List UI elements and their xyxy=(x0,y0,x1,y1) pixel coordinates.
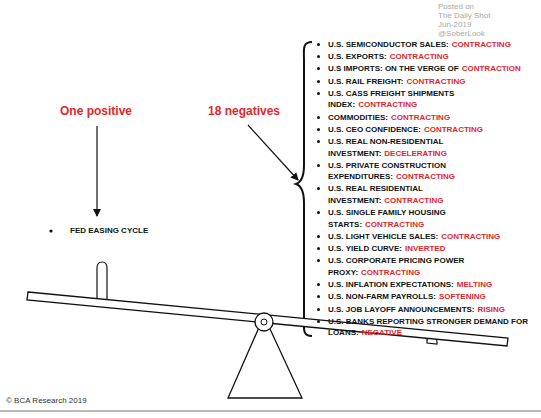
list-item: FED EASING CYCLE xyxy=(70,226,148,235)
bullet xyxy=(317,55,320,58)
bullet xyxy=(317,67,320,70)
list-item: U.S. NON-FARM PAYROLLS:SOFTENING xyxy=(314,291,538,303)
indicator-status: CONTRACTING xyxy=(391,113,450,122)
bullet xyxy=(317,308,320,311)
indicator-status: CONTRACTING xyxy=(396,172,455,181)
indicator-status: CONTRACTION xyxy=(462,64,521,73)
list-item: U.S. REAL NON-RESIDENTIAL INVESTMENT:DEC… xyxy=(314,136,538,159)
indicator-status: RISING xyxy=(478,305,506,314)
seesaw-pivot xyxy=(255,313,273,331)
indicator-status: MELTING xyxy=(457,280,492,289)
list-item: U.S. CORPORATE PRICING POWER PROXY:CONTR… xyxy=(314,255,538,278)
bullet xyxy=(317,116,320,119)
list-item: U.S. SEMICONDUCTOR SALES:CONTRACTING xyxy=(314,39,538,51)
list-item: U.S. INFLATION EXPECTATIONS:MELTING xyxy=(314,279,538,291)
list-item: U.S. LIGHT VEHICLE SALES:CONTRACTING xyxy=(314,231,538,243)
bullet xyxy=(317,164,320,167)
copyright-note: © BCA Research 2019 xyxy=(6,396,87,405)
callout-label: One positive xyxy=(60,104,132,118)
indicator-status: CONTRACTING xyxy=(365,220,424,229)
indicator-name: COMMODITIES: xyxy=(328,113,388,122)
watermark: @SoberLook xyxy=(438,29,485,38)
watermark: The Daily Shot xyxy=(438,11,490,20)
indicator-status: CONTRACTING xyxy=(441,232,500,241)
leader-arrow xyxy=(248,125,298,180)
indicator-name: U.S. YIELD CURVE: xyxy=(328,244,402,253)
list-item: U.S. EXPORTS:CONTRACTING xyxy=(314,51,538,63)
indicator-name: U.S. NON-FARM PAYROLLS: xyxy=(328,292,436,301)
indicator-name: U.S IMPORTS: ON THE VERGE OF xyxy=(328,64,459,73)
indicator-name: U.S. INFLATION EXPECTATIONS: xyxy=(328,280,454,289)
bullet xyxy=(317,140,320,143)
indicator-name: U.S. CEO CONFIDENCE: xyxy=(328,125,421,134)
bullet xyxy=(49,229,52,232)
curly-brace xyxy=(296,42,312,336)
bullet xyxy=(317,43,320,46)
indicator-name: U.S. RAIL FREIGHT: xyxy=(328,77,403,86)
bullet xyxy=(317,92,320,95)
list-item: U.S. PRIVATE CONSTRUCTION EXPENDITURES:C… xyxy=(314,160,538,183)
indicator-status: CONTRACTING xyxy=(390,52,449,61)
watermark: Jun-2019 xyxy=(438,20,471,29)
list-item: U.S. REAL RESIDENTIAL INVESTMENT:CONTRAC… xyxy=(314,183,538,206)
indicator-name: U.S. SEMICONDUCTOR SALES: xyxy=(328,40,449,49)
list-item: COMMODITIES:CONTRACTING xyxy=(314,112,538,124)
list-item: U.S. JOB LAYOFF ANNOUNCEMENTS:RISING xyxy=(314,304,538,316)
indicator-name: U.S. LIGHT VEHICLE SALES: xyxy=(328,232,438,241)
indicator-status: CONTRACTING xyxy=(424,125,483,134)
list-item: U.S. BANKS REPORTING STRONGER DEMAND FOR… xyxy=(314,316,538,339)
leader-arrow xyxy=(96,126,97,216)
list-item: U.S. CASS FREIGHT SHIPMENTS INDEX:CONTRA… xyxy=(314,88,538,111)
negatives-list: U.S. SEMICONDUCTOR SALES:CONTRACTINGU.S.… xyxy=(314,39,538,340)
indicator-status: SOFTENING xyxy=(439,292,486,301)
callout-label: 18 negatives xyxy=(208,104,280,118)
indicator-status: CONTRACTING xyxy=(406,77,465,86)
bullet xyxy=(317,320,320,323)
indicator-status: DECELERATING xyxy=(384,149,447,158)
bullet xyxy=(317,80,320,83)
list-item: U.S IMPORTS: ON THE VERGE OFCONTRACTION xyxy=(314,63,538,75)
bullet xyxy=(317,211,320,214)
bullet xyxy=(317,259,320,262)
bullet xyxy=(317,283,320,286)
indicator-status: NEGATIVE xyxy=(362,328,402,337)
indicator-status: CONTRACTING xyxy=(361,268,420,277)
indicator-status: CONTRACTING xyxy=(358,100,417,109)
bullet xyxy=(317,128,320,131)
list-item: U.S. YIELD CURVE:INVERTED xyxy=(314,243,538,255)
list-item: U.S. SINGLE FAMILY HOUSING STARTS:CONTRA… xyxy=(314,207,538,230)
indicator-status: CONTRACTING xyxy=(452,40,511,49)
bottom-rule xyxy=(0,411,541,412)
list-item: U.S. RAIL FREIGHT:CONTRACTING xyxy=(314,76,538,88)
indicator-name: U.S. JOB LAYOFF ANNOUNCEMENTS: xyxy=(328,305,475,314)
seesaw-pivot xyxy=(261,319,267,325)
bullet xyxy=(317,235,320,238)
watermark: Posted on xyxy=(438,2,474,11)
indicator-name: U.S. BANKS REPORTING STRONGER DEMAND FOR… xyxy=(328,317,528,338)
indicator-status: INVERTED xyxy=(405,244,445,253)
bullet xyxy=(317,247,320,250)
indicator-name: U.S. EXPORTS: xyxy=(328,52,387,61)
list-item: U.S. CEO CONFIDENCE:CONTRACTING xyxy=(314,124,538,136)
bullet xyxy=(317,187,320,190)
bullet xyxy=(317,295,320,298)
indicator-status: CONTRACTING xyxy=(384,196,443,205)
